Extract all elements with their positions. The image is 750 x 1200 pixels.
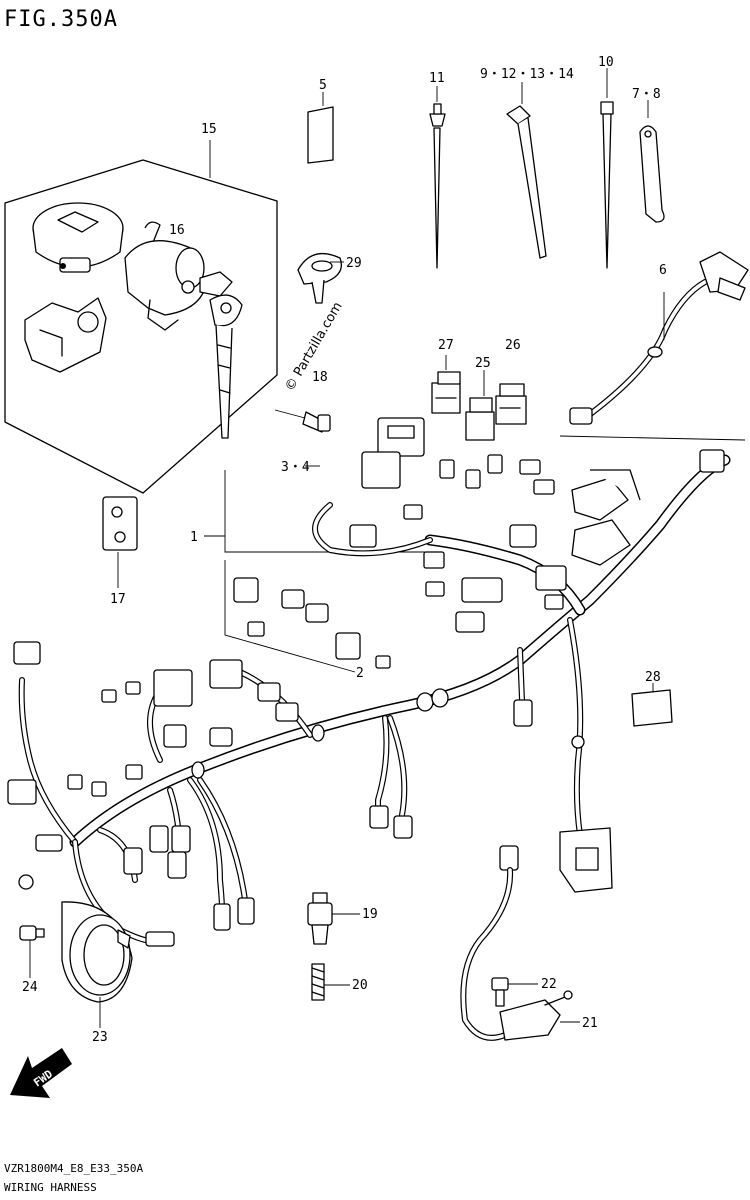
- callout-20: 20: [352, 978, 368, 993]
- callout-25: 25: [475, 356, 491, 371]
- relay-25: [465, 370, 495, 441]
- sub-harness-6: [569, 251, 749, 425]
- steering-lock-cap: [32, 202, 124, 273]
- cable-tie-10: [600, 68, 614, 269]
- callout-22: 22: [541, 977, 557, 992]
- label-28: [631, 683, 673, 727]
- callout-15: 15: [201, 122, 217, 137]
- ignition-keys: [209, 294, 243, 439]
- bolt-24: [19, 925, 45, 978]
- callout-17: 17: [110, 592, 126, 607]
- figure-title: FIG.350A: [4, 7, 118, 32]
- bracket-17: [102, 496, 138, 588]
- callout-29: 29: [346, 256, 362, 271]
- relay-26: [495, 383, 527, 425]
- callout-19: 19: [362, 907, 378, 922]
- bolt-22: [491, 977, 538, 1007]
- key-29: [297, 252, 344, 304]
- callout-9-12-13-14: 9・12・13・14: [480, 67, 574, 82]
- bracket-2: [224, 560, 356, 673]
- callout-1: 1: [190, 530, 198, 545]
- relay-27: [431, 355, 461, 414]
- fwd-arrow: FWD: [10, 1048, 72, 1098]
- callout-28: 28: [645, 670, 661, 685]
- callout-21: 21: [582, 1016, 598, 1031]
- sensor-21: [460, 845, 580, 1041]
- footer-model-code: VZR1800M4_E8_E33_350A: [4, 1162, 143, 1175]
- callouts: 1 2 3・4 5 6 7・8 9・12・13・14 10 11 15 16 1…: [22, 55, 667, 1045]
- spring-20: [311, 963, 350, 1001]
- ignition-kit-outline: [4, 159, 278, 494]
- callout-6: 6: [659, 263, 667, 278]
- seat-lock: [24, 297, 107, 373]
- clamp-9-12-13-14: [506, 82, 547, 259]
- callout-11: 11: [429, 71, 445, 86]
- callout-26: 26: [505, 338, 521, 353]
- ignition-switch: [124, 221, 233, 331]
- callout-2: 2: [356, 666, 364, 681]
- switch-19: [307, 892, 360, 945]
- callout-7-8: 7・8: [632, 87, 661, 102]
- harness-connectors: [7, 417, 725, 947]
- bolt-18: [274, 409, 331, 433]
- cable-tie-11: [429, 86, 446, 269]
- horn-23: [61, 901, 133, 1028]
- ignition-kit-group: [4, 140, 278, 494]
- label-5: [307, 92, 334, 164]
- callout-10: 10: [598, 55, 614, 70]
- callout-23: 23: [92, 1030, 108, 1045]
- callout-3-4: 3・4: [281, 460, 310, 475]
- footer-caption: WIRING HARNESS: [4, 1181, 97, 1194]
- callout-18: 18: [312, 370, 328, 385]
- callout-16: 16: [169, 223, 185, 238]
- callout-5: 5: [319, 78, 327, 93]
- callout-24: 24: [22, 980, 38, 995]
- callout-27: 27: [438, 338, 454, 353]
- clamp-7-8: [639, 100, 665, 223]
